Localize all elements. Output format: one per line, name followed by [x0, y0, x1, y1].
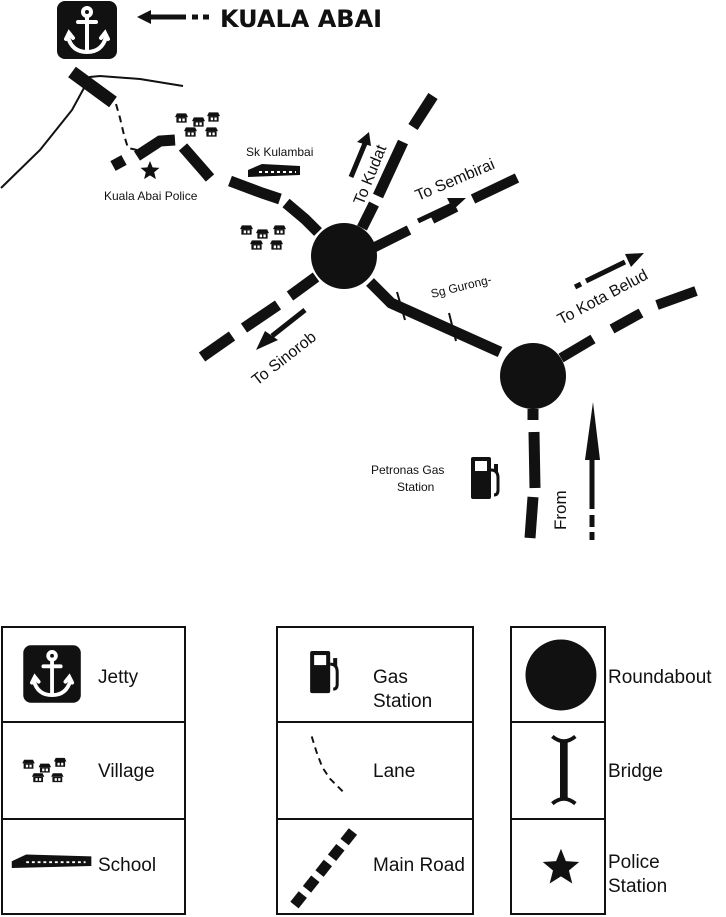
roundabout-icon: [525, 639, 597, 711]
lane-icon: [310, 736, 346, 795]
road-connector: [366, 278, 503, 358]
arrow-icon: [585, 402, 600, 540]
village-icon: [240, 225, 286, 250]
school-icon: [11, 854, 92, 868]
label-gas-line2: Station: [397, 480, 434, 494]
legend-school: School: [1, 818, 186, 915]
fuel-pump-icon: [470, 456, 500, 500]
legend-label-roundabout: Roundabout: [608, 667, 712, 688]
label-gas-line1: Petronas Gas: [371, 463, 444, 477]
label-river: Sg Gurong-: [429, 272, 493, 301]
road-sembirai: [370, 173, 520, 253]
jetty-road: [68, 66, 117, 108]
legend-label-school: School: [98, 855, 157, 876]
anchor-icon: [64, 6, 110, 55]
map: KUALA ABAI Kuala Abai Police Sk Kulambai: [0, 1, 698, 540]
legend-lane: Lane: [276, 721, 474, 820]
legend-label-gas-station: Gas Station: [373, 667, 433, 712]
school-icon: [248, 164, 300, 177]
legend-label-police-line1: Police: [608, 852, 660, 873]
legend-label-police-line2: Station: [608, 876, 668, 897]
label-sinorob: To Sinorob: [249, 329, 320, 390]
star-icon: [140, 161, 160, 180]
legend-gas-station: Gas Station: [276, 626, 474, 723]
arrow-icon: [137, 10, 209, 24]
label-from: From: [551, 490, 570, 530]
legend-police-station: Police Station: [510, 818, 667, 915]
legend-roundabout: Roundabout: [510, 626, 712, 723]
star-icon: [542, 848, 580, 884]
lane: [115, 103, 138, 151]
legend-village: Village: [1, 721, 186, 820]
roundabout-icon: [500, 343, 566, 409]
road-kudat: [357, 93, 438, 231]
legend-jetty: Jetty: [1, 626, 186, 723]
fuel-pump-icon: [308, 650, 339, 695]
legend-label-village: Village: [98, 761, 155, 782]
anchor-icon: [23, 645, 81, 703]
map-title: KUALA ABAI: [220, 5, 382, 33]
legend-label-main-road: Main Road: [373, 855, 465, 876]
roundabout-icon: [311, 223, 377, 289]
label-school: Sk Kulambai: [246, 145, 313, 159]
road-sinorob: [198, 272, 320, 362]
main-road-icon: [289, 828, 358, 910]
village-icon: [22, 757, 67, 783]
road-village: [110, 134, 322, 236]
legend-label-lane: Lane: [373, 761, 416, 782]
legend-main-road: Main Road: [276, 818, 474, 915]
jetty: [57, 1, 117, 59]
arrow-icon: [573, 253, 644, 290]
arrow-icon: [348, 132, 371, 178]
arrow-icon: [256, 308, 307, 350]
legend-label-bridge: Bridge: [608, 761, 663, 782]
road-from: [524, 409, 541, 539]
legend-label-jetty: Jetty: [98, 667, 139, 688]
label-police: Kuala Abai Police: [104, 189, 198, 203]
legend-bridge: Bridge: [510, 721, 663, 820]
coastline: [0, 74, 184, 189]
bridge-icon: [551, 734, 577, 806]
bridge-icon: [396, 291, 457, 342]
road-kota-belud: [558, 286, 698, 363]
village-icon: [175, 112, 220, 137]
arrow-icon: [416, 198, 466, 224]
